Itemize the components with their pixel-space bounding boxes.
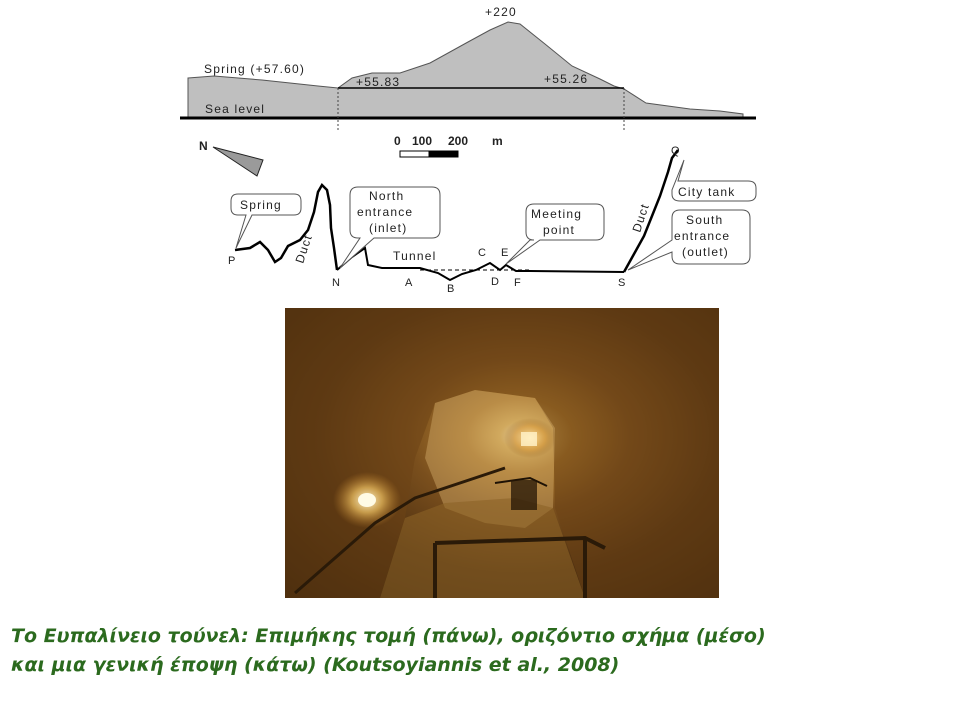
scale-bar-black (428, 150, 459, 158)
point-s: S (618, 277, 625, 289)
spring-callout (230, 193, 302, 249)
spring-duct-path (234, 182, 339, 271)
corridor-floor (380, 498, 585, 598)
meeting-point-line1: Meeting (531, 207, 582, 221)
duct-label-north: Duct (293, 233, 315, 265)
north-arrow-icon (212, 146, 264, 177)
city-tank-label: City tank (678, 185, 735, 199)
south-entrance-callout (627, 209, 751, 271)
tunnel-photo-illustration (285, 308, 719, 598)
longitudinal-profile: +220 Spring (+57.60) +55.83 +55.26 Sea l… (180, 5, 756, 130)
scale-label-200: 200 (448, 134, 468, 148)
spring-elevation-label: Spring (+57.60) (204, 62, 305, 76)
north-entrance-line1: North (369, 189, 404, 203)
south-entrance-line3: (outlet) (682, 245, 729, 259)
south-duct-path (622, 149, 679, 273)
north-entrance-line2: entrance (357, 205, 413, 219)
sea-level-label: Sea level (205, 102, 265, 116)
plan-view: N 0 100 200 m Spring North entrance (inl… (199, 134, 757, 295)
city-tank-callout (671, 159, 757, 202)
north-elevation-label: +55.83 (356, 75, 400, 89)
south-entrance-line1: South (686, 213, 723, 227)
peak-elevation-label: +220 (485, 5, 517, 19)
scale-label-m: m (492, 134, 503, 148)
point-f: F (514, 277, 521, 289)
north-arrow-label: N (199, 139, 208, 153)
scale-label-100: 100 (412, 134, 432, 148)
point-q: Q (671, 145, 680, 157)
caption-line-2: και μια γενική έποψη (κάτω) (Koutsoyiann… (11, 654, 620, 676)
tunnel-label: Tunnel (393, 249, 436, 263)
point-p: P (228, 255, 235, 267)
caption: Το Ευπαλίνειο τούνελ: Επιμήκης τομή (πάν… (11, 622, 951, 680)
left-handrail (294, 466, 506, 595)
point-n: N (332, 277, 340, 289)
scale-label-0: 0 (394, 134, 401, 148)
main-tunnel-path (336, 246, 625, 282)
spring-callout-label: Spring (240, 198, 282, 212)
tunnel-photo (285, 308, 719, 598)
deep-channel-rail (494, 476, 548, 487)
north-entrance-callout (339, 186, 441, 269)
meeting-point-line2: point (543, 223, 575, 237)
caption-line-1: Το Ευπαλίνειο τούνελ: Επιμήκης τομή (πάν… (11, 625, 766, 647)
point-a: A (405, 277, 413, 289)
point-b: B (447, 283, 454, 295)
point-d: D (491, 276, 499, 288)
deep-channel (511, 480, 537, 510)
south-elevation-label: +55.26 (544, 72, 588, 86)
duct-label-south: Duct (630, 202, 652, 234)
point-e: E (501, 247, 508, 259)
rock-arch (285, 308, 719, 598)
wall-lamp (358, 493, 376, 507)
south-entrance-line2: entrance (674, 229, 730, 243)
point-c: C (478, 247, 486, 259)
north-entrance-line3: (inlet) (369, 221, 407, 235)
meeting-point-callout (505, 203, 605, 265)
far-end-opening (521, 432, 537, 446)
scale-bar-white (399, 150, 430, 158)
